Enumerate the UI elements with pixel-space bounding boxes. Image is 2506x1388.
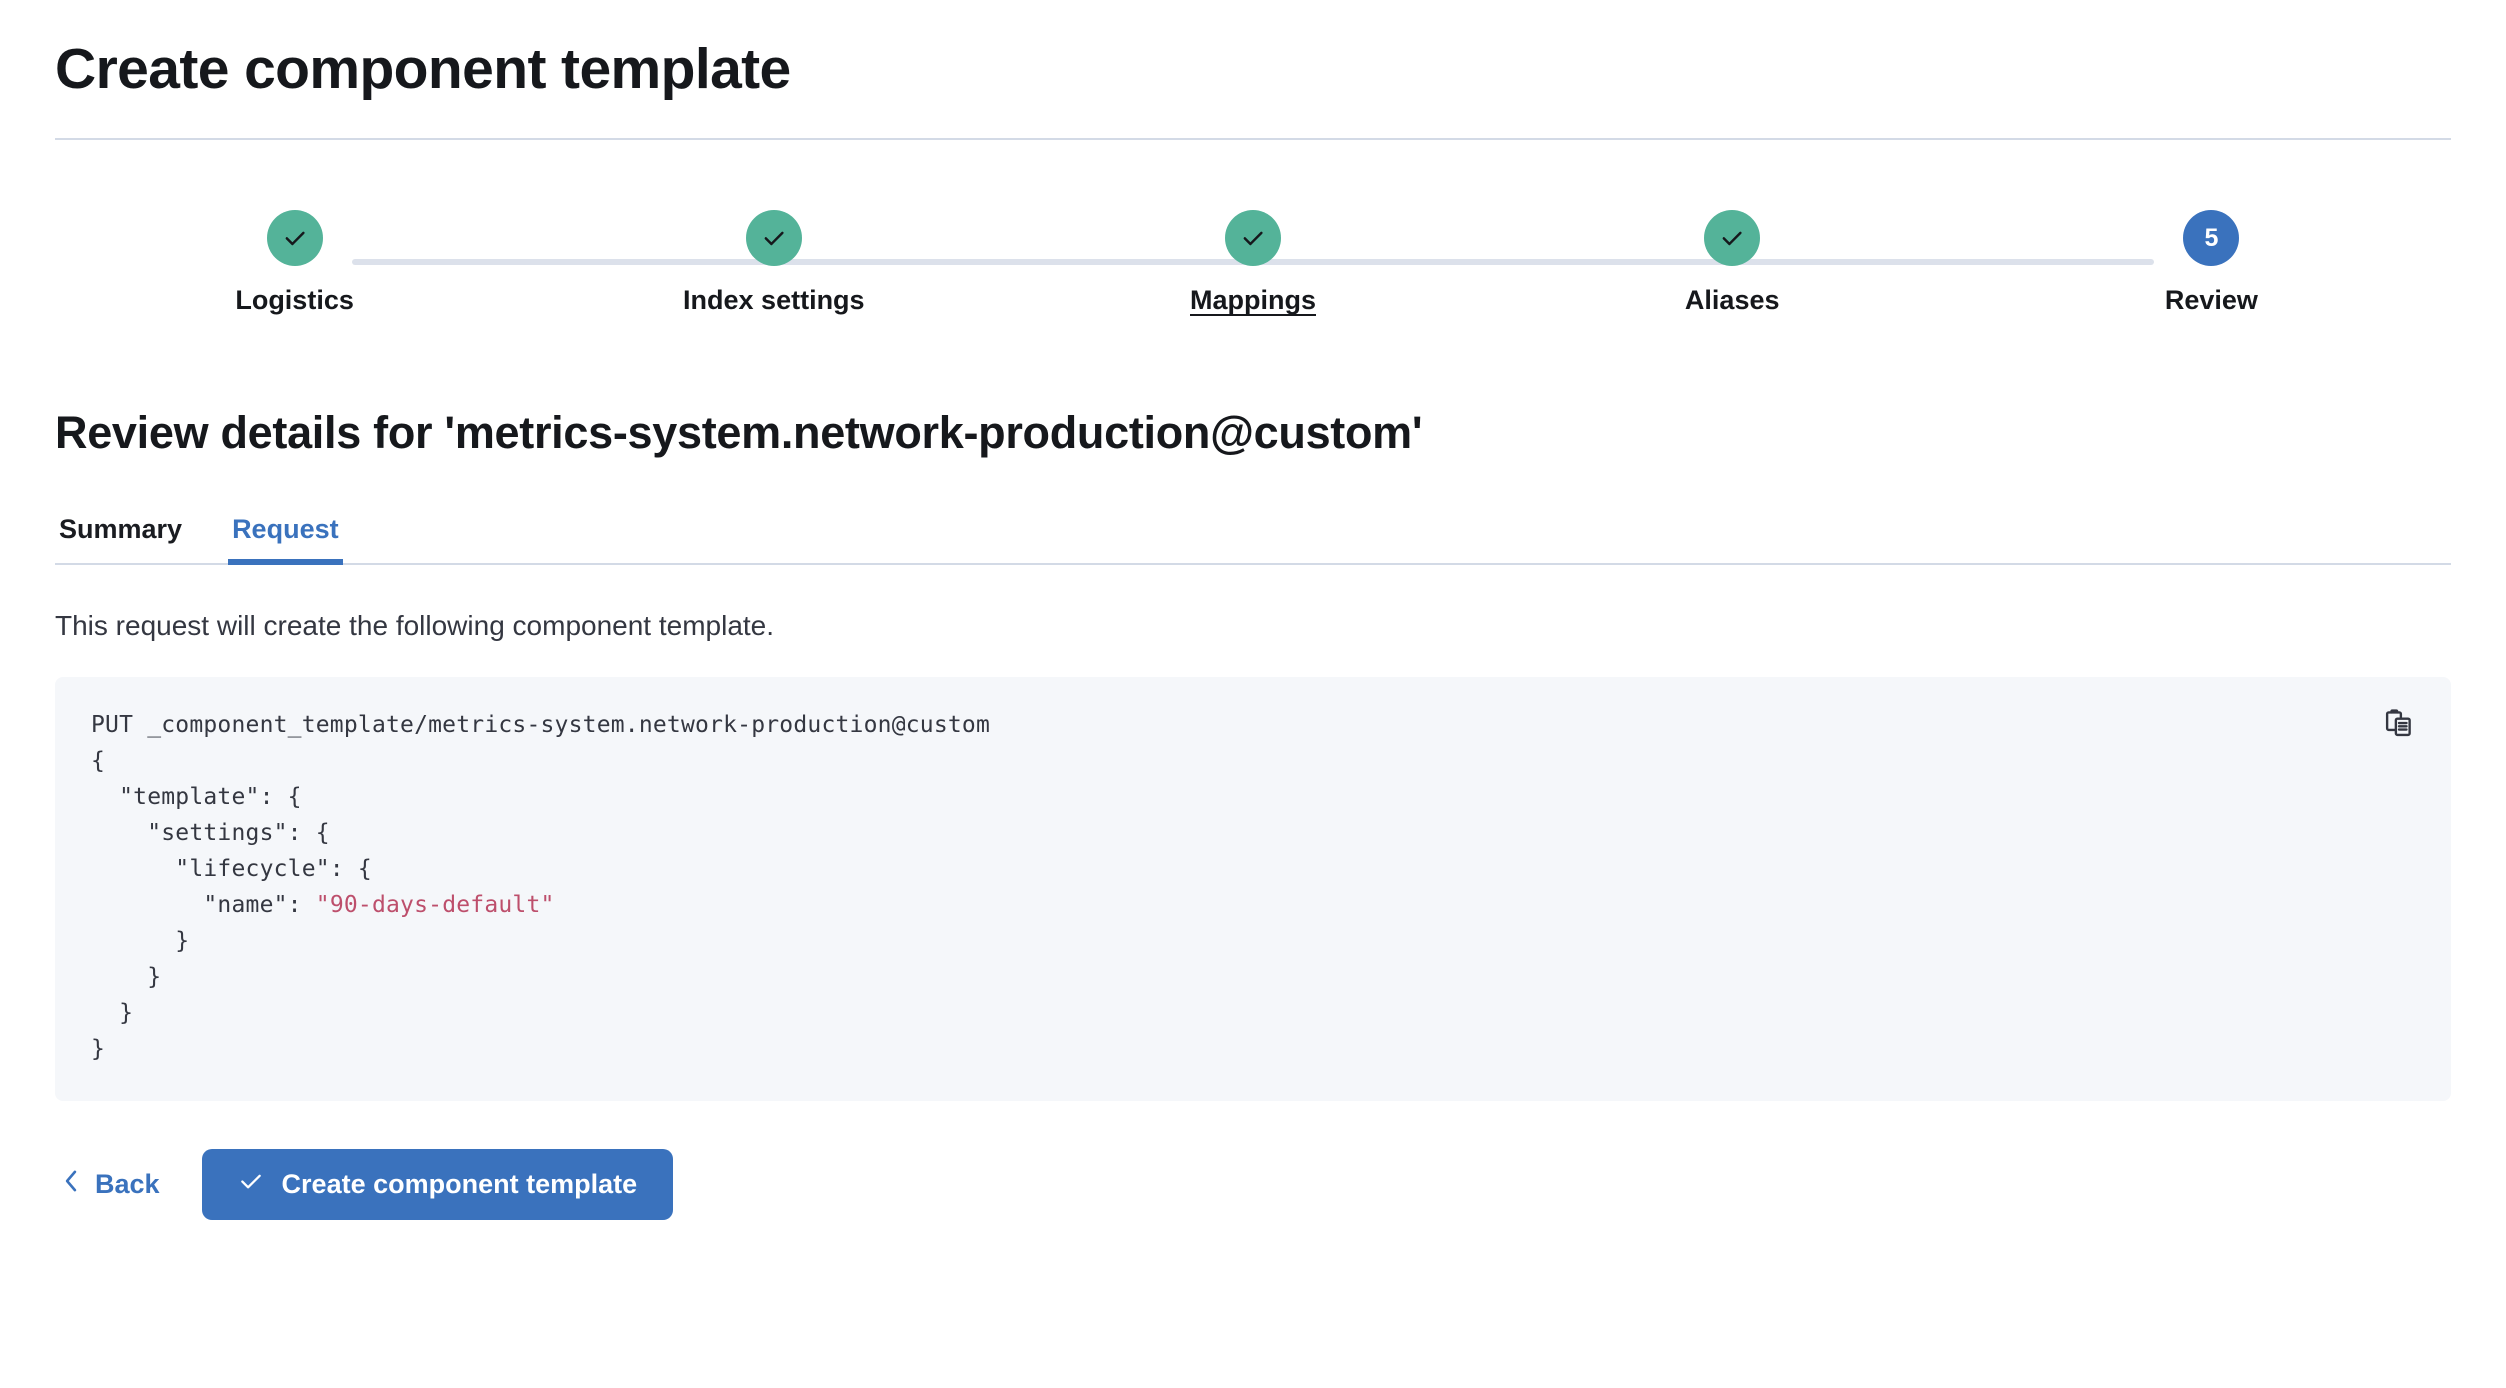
step-label: Aliases bbox=[1684, 285, 1780, 316]
check-icon bbox=[1718, 224, 1746, 252]
back-button-label: Back bbox=[95, 1169, 160, 1200]
stepper-step-index-settings[interactable]: Index settings bbox=[534, 210, 1013, 316]
code-line: "lifecycle": { bbox=[91, 855, 372, 882]
request-code: PUT _component_template/metrics-system.n… bbox=[91, 707, 2415, 1067]
code-line: } bbox=[91, 927, 190, 954]
review-heading: Review details for 'metrics-system.netwo… bbox=[55, 407, 1423, 459]
back-button[interactable]: Back bbox=[55, 1158, 166, 1211]
page-title: Create component template bbox=[55, 37, 791, 101]
tab-summary[interactable]: Summary bbox=[55, 513, 186, 562]
step-label: Logistics bbox=[235, 285, 354, 316]
request-code-panel: PUT _component_template/metrics-system.n… bbox=[55, 676, 2451, 1101]
step-indicator-3[interactable] bbox=[1225, 210, 1281, 267]
create-component-template-button-label: Create component template bbox=[281, 1169, 638, 1200]
step-indicator-1[interactable] bbox=[266, 210, 323, 267]
check-icon bbox=[281, 224, 309, 252]
code-string-value: "90-days-default" bbox=[315, 891, 555, 918]
title-divider bbox=[55, 138, 2451, 141]
tab-request[interactable]: Request bbox=[228, 513, 343, 566]
code-line: "settings": { bbox=[91, 819, 330, 846]
footer-actions: Back Create component template bbox=[55, 1148, 2451, 1221]
code-line: "name": "90-days-default" bbox=[91, 891, 555, 918]
check-icon bbox=[238, 1168, 264, 1201]
check-icon bbox=[760, 224, 788, 252]
request-description: This request will create the following c… bbox=[55, 609, 775, 641]
stepper-step-mappings[interactable]: Mappings bbox=[1013, 210, 1492, 316]
code-line: "template": { bbox=[91, 783, 302, 810]
code-line: { bbox=[91, 747, 106, 774]
step-indicator-4[interactable] bbox=[1704, 210, 1761, 267]
step-indicator-5[interactable]: 5 bbox=[2183, 210, 2240, 267]
stepper-step-aliases[interactable]: Aliases bbox=[1493, 210, 1972, 316]
stepper-step-logistics[interactable]: Logistics bbox=[55, 210, 534, 316]
code-line: } bbox=[91, 999, 134, 1026]
step-label: Mappings bbox=[1190, 285, 1316, 316]
step-number: 5 bbox=[2204, 223, 2219, 252]
copy-clipboard-icon bbox=[2384, 708, 2414, 741]
step-label: Index settings bbox=[683, 285, 865, 316]
copy-to-clipboard-button[interactable] bbox=[2377, 703, 2421, 747]
code-line: } bbox=[91, 1035, 106, 1062]
chevron-left-icon bbox=[61, 1168, 81, 1201]
code-line: PUT _component_template/metrics-system.n… bbox=[91, 711, 991, 738]
step-indicator-2[interactable] bbox=[745, 210, 802, 267]
step-label: Review bbox=[2164, 285, 2258, 316]
check-icon bbox=[1239, 224, 1267, 252]
review-tabs: Summary Request bbox=[55, 513, 2451, 566]
create-component-template-button[interactable]: Create component template bbox=[201, 1148, 674, 1221]
code-line: } bbox=[91, 963, 162, 990]
